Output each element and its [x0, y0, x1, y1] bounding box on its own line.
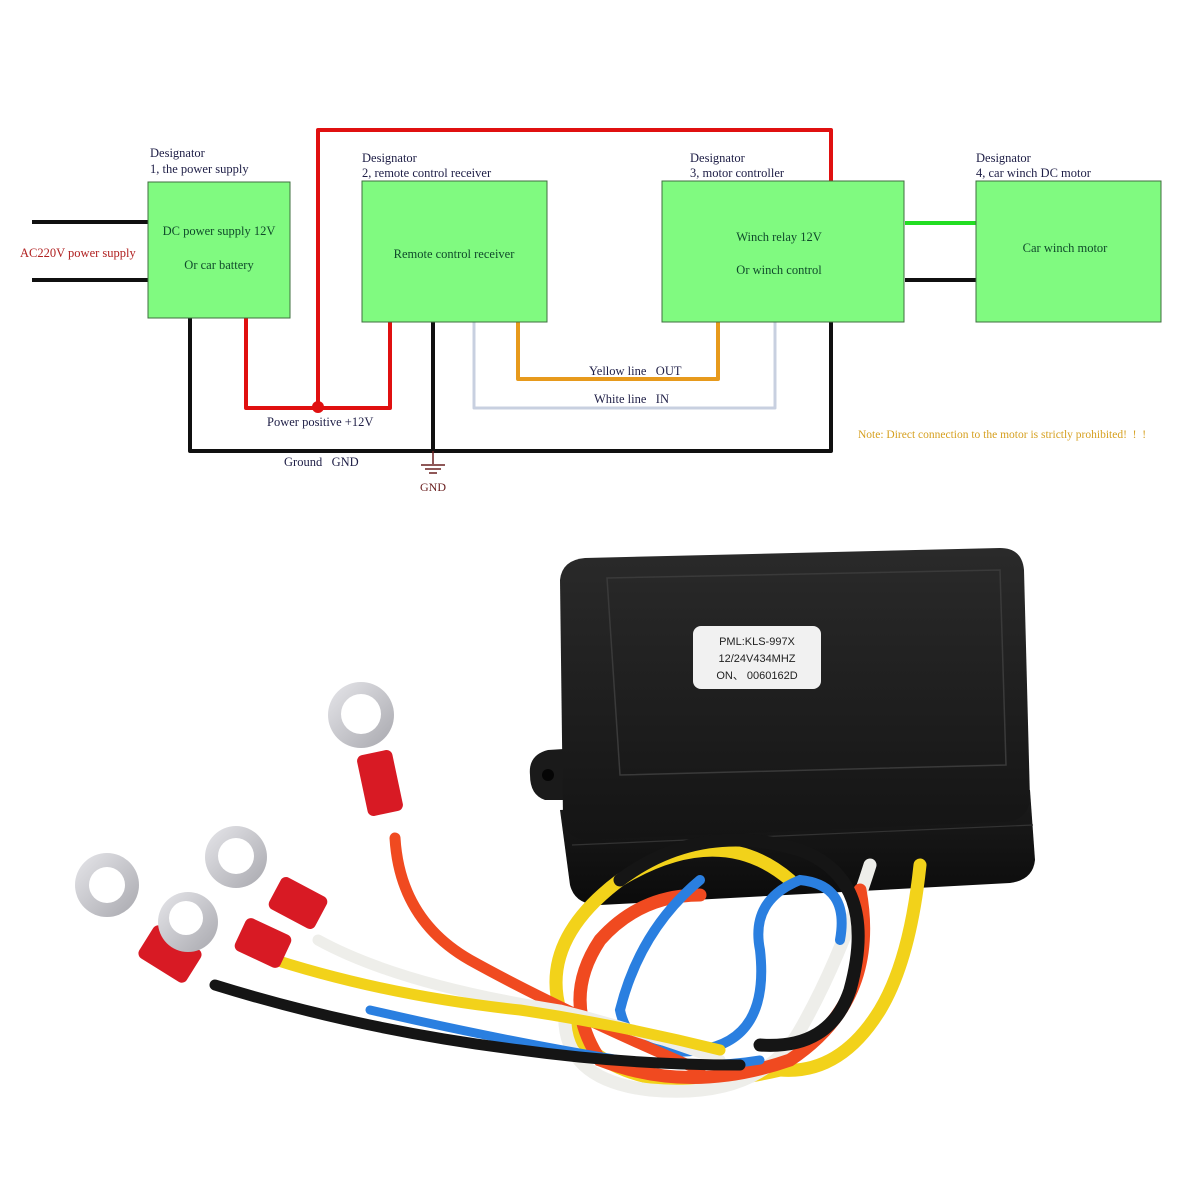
- terminal-sleeve: [357, 750, 403, 816]
- lead-yellow: [254, 949, 726, 1056]
- yellow-signal-wire: [516, 320, 720, 381]
- warning-note: Note: Direct connection to the motor is …: [858, 429, 1146, 441]
- ac-input-wires: [32, 220, 148, 282]
- wiring-diagram: AC220V power supply Power positive +12V …: [20, 128, 1162, 494]
- lead-black: [209, 979, 746, 1071]
- block-box: [975, 180, 1162, 323]
- block-winch-motor: Designator 4, car winch DC motor Car win…: [975, 151, 1162, 323]
- label-sticker: [693, 626, 821, 689]
- block-box: [147, 181, 291, 319]
- lead-red: [389, 832, 706, 1076]
- terminal-sleeve: [234, 918, 292, 968]
- ac-input-label: AC220V power supply: [20, 246, 136, 260]
- block-designator-desc: 3, motor controller: [690, 166, 785, 180]
- ring-terminal: [205, 826, 328, 929]
- block-remote-receiver: Designator 2, remote control receiver Re…: [361, 151, 548, 323]
- label-serial: ON、 0060162D: [716, 670, 797, 682]
- white-wire-label: White line IN: [594, 392, 669, 406]
- block-designator-desc: 2, remote control receiver: [362, 166, 492, 180]
- label-model: PML:KLS-997X: [719, 636, 795, 648]
- ring-terminal: [328, 682, 403, 816]
- block-text-line1: Remote control receiver: [394, 247, 516, 261]
- ground-wire-label: Ground GND: [284, 455, 359, 469]
- terminal-sleeve: [268, 877, 328, 929]
- block-power-supply: Designator 1, the power supply DC power …: [147, 146, 291, 319]
- label-voltage-frequency: 12/24V434MHZ: [718, 653, 795, 665]
- block-designator-label: Designator: [150, 146, 206, 160]
- product-label: PML:KLS-997X 12/24V434MHZ ON、 0060162D: [693, 626, 821, 689]
- block-box: [661, 180, 905, 323]
- white-signal-wire: [472, 320, 777, 410]
- gnd-symbol-label: GND: [420, 480, 446, 494]
- ground-symbol-icon: [421, 451, 445, 474]
- block-box: [361, 180, 548, 323]
- positive-wire-controller: [316, 128, 833, 408]
- ring-terminals: [75, 682, 403, 983]
- block-designator-label: Designator: [976, 151, 1032, 165]
- terminal-sleeve: [138, 925, 202, 983]
- wire-black-loop: [613, 833, 865, 1052]
- block-designator-label: Designator: [362, 151, 418, 165]
- ring-terminal: [158, 892, 292, 968]
- product-photo: PML:KLS-997X 12/24V434MHZ ON、 0060162D: [75, 548, 1035, 1098]
- housing-body: [560, 548, 1030, 840]
- block-motor-controller: Designator 3, motor controller Winch rel…: [661, 151, 905, 323]
- wire-blue-loop: [614, 874, 847, 1057]
- block-designator-desc: 4, car winch DC motor: [976, 166, 1092, 180]
- block-text-line1: Winch relay 12V: [736, 230, 822, 244]
- housing-seam: [571, 824, 1034, 846]
- block-text-line1: Car winch motor: [1023, 241, 1109, 255]
- positive-wire-label: Power positive +12V: [267, 415, 373, 429]
- housing-panel: [606, 569, 1007, 776]
- block-text-line1: DC power supply 12V: [163, 224, 276, 238]
- block-designator-label: Designator: [690, 151, 746, 165]
- ring-terminal: [75, 853, 202, 983]
- yellow-wire-label: Yellow line OUT: [589, 364, 682, 378]
- positive-junction-dot: [312, 401, 324, 413]
- wire-bundle: [549, 833, 927, 1098]
- ground-wire-network: [188, 308, 833, 453]
- mounting-hole: [542, 769, 554, 781]
- block-designator-desc: 1, the power supply: [150, 162, 249, 176]
- block-text-line2: Or winch control: [736, 263, 822, 277]
- ground-wire-main: [188, 308, 833, 453]
- block-text-line2: Or car battery: [184, 258, 254, 272]
- wire-leads: [209, 832, 765, 1076]
